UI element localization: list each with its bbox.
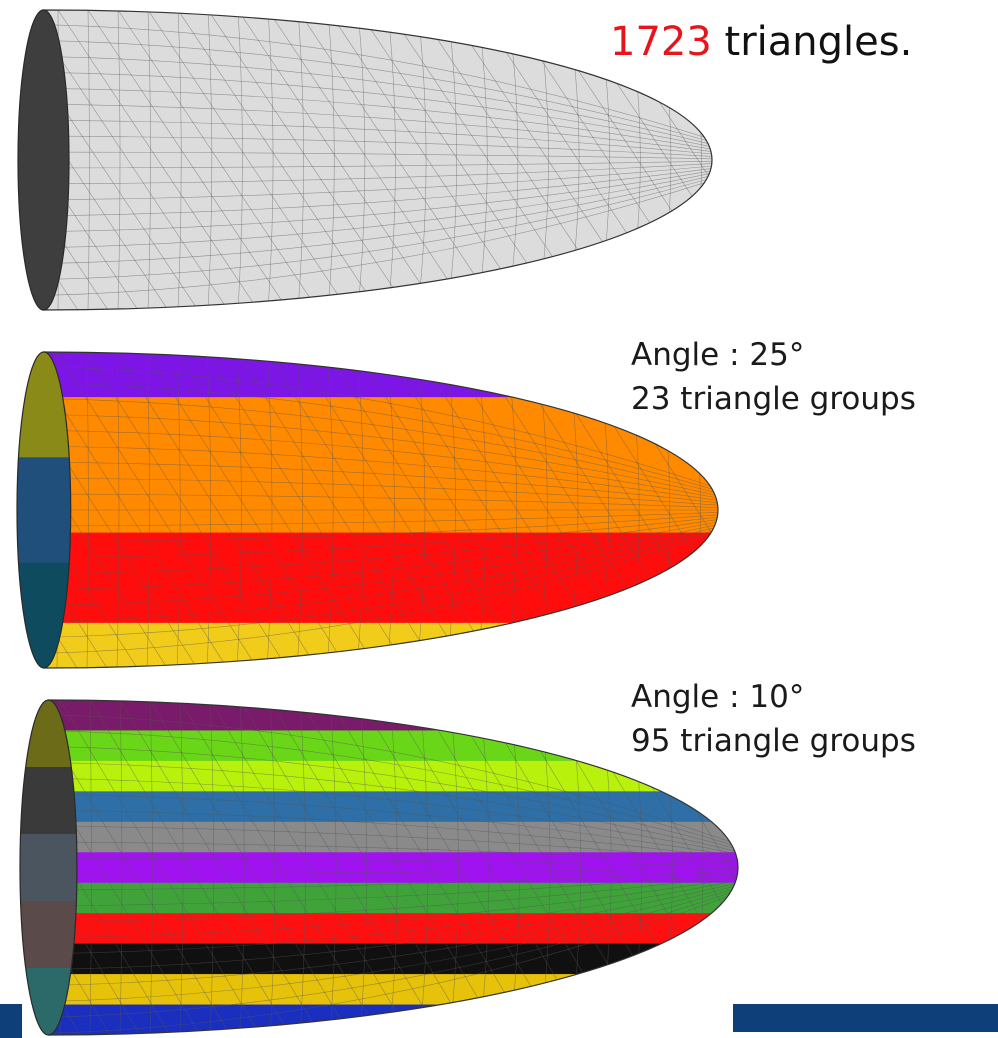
angle-10-groups: 95 triangle groups: [631, 723, 916, 759]
mesh-end-cap: [18, 10, 69, 310]
triangle-group-band: [43, 487, 718, 534]
triangle-group-band: [43, 442, 718, 489]
angle-10-caption: Angle : 10° 95 triangle groups: [631, 675, 916, 763]
triangle-group-band: [48, 882, 738, 915]
triangle-group-band: [48, 943, 738, 976]
triangle-count-suffix: triangles.: [711, 19, 913, 65]
triangle-group-band: [48, 974, 738, 1006]
mesh-end-cap: [19, 700, 77, 1035]
triangle-group-band: [48, 821, 738, 854]
angle-25-caption: Angle : 25° 23 triangle groups: [631, 333, 916, 421]
footer-bar-left: [0, 1004, 22, 1038]
triangle-group-band: [43, 622, 718, 668]
triangle-group-band: [48, 852, 738, 884]
triangle-group-band: [43, 352, 718, 399]
triangle-group-band: [43, 532, 718, 579]
mesh-outline: [42, 9, 713, 311]
triangle-group-band: [43, 577, 718, 624]
triangle-group-band: [48, 760, 738, 793]
triangle-count-value: 1723: [610, 19, 712, 65]
angle-25-groups: 23 triangle groups: [631, 381, 916, 417]
angle-25-label: Angle : 25°: [631, 337, 805, 373]
triangle-group-band: [48, 791, 738, 823]
triangle-group-band: [48, 1004, 738, 1035]
angle-10-label: Angle : 10°: [631, 679, 805, 715]
mesh-outline: [47, 699, 739, 1036]
footer-bar-right: [733, 1004, 998, 1032]
mesh-grid: [43, 352, 719, 668]
triangle-count-label: 1723 triangles.: [610, 14, 912, 70]
mesh-outline: [43, 351, 719, 669]
